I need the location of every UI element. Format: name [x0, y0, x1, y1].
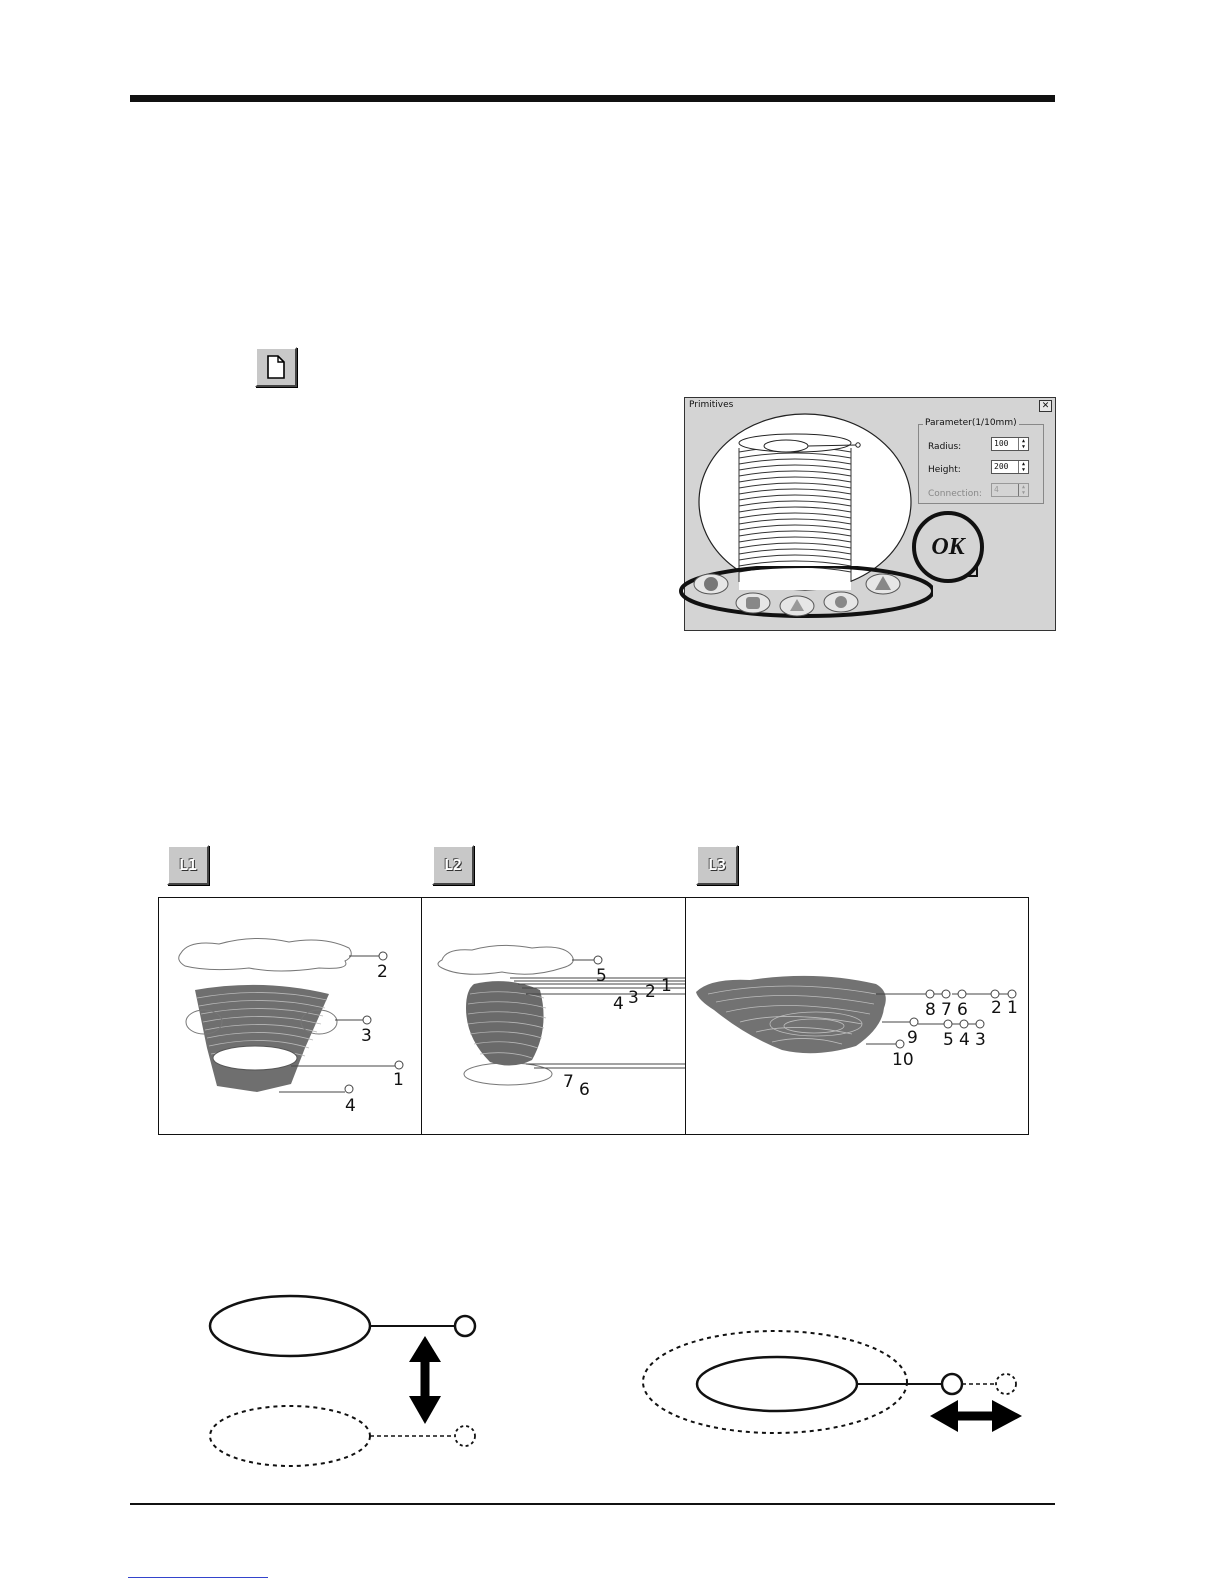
- parameter-group-title: Parameter(1/10mm): [923, 418, 1019, 428]
- level-panels: 2 3 1 4 5 4 3 2 1 7 6: [158, 897, 1029, 1135]
- connection-value: 4: [994, 485, 999, 494]
- point-label: 3: [361, 1026, 372, 1046]
- point-label: 6: [957, 1000, 968, 1020]
- point-label: 10: [892, 1050, 914, 1070]
- spinner-arrows-icon[interactable]: ▲▼: [1018, 461, 1028, 473]
- spinner-arrows-icon[interactable]: ▲▼: [1018, 438, 1028, 450]
- connection-label: Connection:: [928, 489, 982, 499]
- point-label: 2: [991, 998, 1002, 1018]
- point-label: 1: [393, 1070, 404, 1090]
- point-label: 8: [925, 1000, 936, 1020]
- level-3-button[interactable]: L3: [696, 845, 738, 885]
- shape-button-cylinder[interactable]: [736, 593, 770, 613]
- ok-label: OK: [931, 534, 964, 561]
- new-document-icon: [266, 355, 286, 379]
- shape-button-sphere[interactable]: [694, 574, 728, 594]
- bottom-rule: [130, 1503, 1055, 1505]
- point-label: 7: [563, 1072, 574, 1092]
- point-label: 9: [907, 1028, 918, 1048]
- point-label: 4: [345, 1096, 356, 1116]
- level-3-label: L3: [708, 856, 726, 874]
- level-1-model: [159, 898, 421, 1134]
- horizontal-double-arrow-icon: [930, 1400, 1022, 1432]
- ok-button-corner: [967, 566, 978, 577]
- level-1-button[interactable]: L1: [167, 845, 209, 885]
- radius-value: 100: [994, 439, 1008, 448]
- level-3-model: [686, 898, 1029, 1134]
- footer-link-underline: [128, 1577, 268, 1578]
- point-label: 3: [628, 988, 639, 1008]
- radius-input[interactable]: 100 ▲▼: [991, 437, 1029, 451]
- height-value: 200: [994, 462, 1008, 471]
- top-rule: [130, 95, 1055, 102]
- horizontal-scale-diagram: [640, 1325, 1030, 1440]
- spinner-arrows-icon: ▲▼: [1018, 484, 1028, 496]
- vertical-double-arrow-icon: [409, 1336, 441, 1424]
- point-label: 5: [596, 966, 607, 986]
- level-2-model: [422, 898, 685, 1134]
- point-label: 5: [943, 1030, 954, 1050]
- level-1-label: L1: [179, 856, 197, 874]
- height-label: Height:: [928, 465, 961, 475]
- point-label: 7: [941, 1000, 952, 1020]
- point-label: 3: [975, 1030, 986, 1050]
- shape-selector[interactable]: [673, 566, 933, 628]
- shape-button-cone[interactable]: [780, 596, 814, 616]
- radius-label: Radius:: [928, 442, 961, 452]
- level-2-button[interactable]: L2: [432, 845, 474, 885]
- level-2-label: L2: [444, 856, 462, 874]
- point-label: 1: [1007, 998, 1018, 1018]
- primitives-dialog: Primitives ✕ Parameter(1/10mm) Radius:: [684, 397, 1056, 631]
- dialog-title: Primitives: [689, 400, 733, 410]
- connection-input: 4 ▲▼: [991, 483, 1029, 497]
- point-label: 4: [959, 1030, 970, 1050]
- shape-button-pyramid[interactable]: [866, 574, 900, 594]
- vertical-move-diagram: [200, 1290, 490, 1475]
- point-label: 2: [377, 962, 388, 982]
- point-label: 6: [579, 1080, 590, 1100]
- point-label: 4: [613, 994, 624, 1014]
- point-label: 1: [661, 976, 672, 996]
- close-button[interactable]: ✕: [1039, 400, 1052, 412]
- new-document-button[interactable]: [255, 347, 297, 387]
- point-label: 2: [645, 982, 656, 1002]
- height-input[interactable]: 200 ▲▼: [991, 460, 1029, 474]
- shape-button-sphere-small[interactable]: [824, 592, 858, 612]
